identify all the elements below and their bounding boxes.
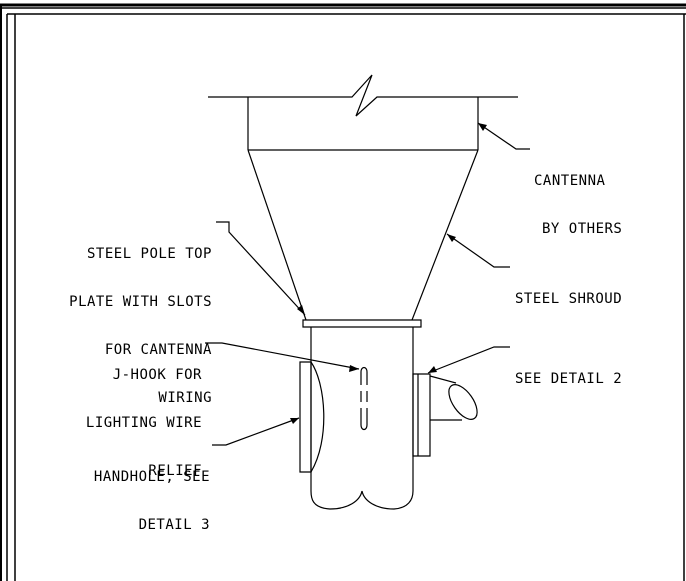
j-hook-callout-line-1: J-HOOK FOR — [112, 367, 202, 383]
top-plate-callout: STEEL POLE TOP PLATE WITH SLOTS FOR CANT… — [69, 214, 212, 422]
shroud-callout: STEEL SHROUD — [515, 259, 622, 323]
top-plate-callout-line-2: PLATE WITH SLOTS — [69, 294, 212, 310]
pole-top-plate — [303, 320, 421, 327]
top-plate-callout-line-1: STEEL POLE TOP — [86, 246, 212, 262]
pole-shaft — [311, 327, 413, 509]
cantenna-callout: CANTENNA BY OTHERS — [534, 141, 622, 253]
j-hook-callout: J-HOOK FOR LIGHTING WIRE RELIEF — [86, 335, 202, 495]
handhole-callout: HANDHOLE, SEE DETAIL 3 — [94, 437, 210, 549]
detail-2-callout-line-1: SEE DETAIL 2 — [515, 371, 623, 387]
detail-2-bracket — [413, 374, 483, 456]
top-plate-callout-line-4: WIRING — [158, 390, 212, 406]
handhole-callout-line-2: DETAIL 3 — [138, 517, 210, 533]
cantenna-outline — [208, 75, 518, 150]
top-plate-callout-line-3: FOR CANTENNA — [104, 342, 212, 358]
steel-shroud — [248, 150, 478, 320]
cantenna-callout-line-2: BY OTHERS — [542, 221, 623, 237]
handhole-callout-line-1: HANDHOLE, SEE — [93, 469, 210, 485]
sheet-border — [0, 5, 686, 581]
leader-arrowheads — [290, 123, 487, 424]
j-hook-callout-line-2: LIGHTING WIRE — [85, 415, 202, 431]
j-hook-callout-line-3: RELIEF — [148, 463, 202, 479]
cantenna-callout-line-1: CANTENNA — [534, 173, 606, 189]
leader-lines — [205, 123, 530, 445]
detail-2-callout: SEE DETAIL 2 — [515, 339, 622, 403]
j-hook — [361, 368, 367, 430]
shroud-callout-line-1: STEEL SHROUD — [515, 291, 623, 307]
handhole — [300, 362, 324, 472]
